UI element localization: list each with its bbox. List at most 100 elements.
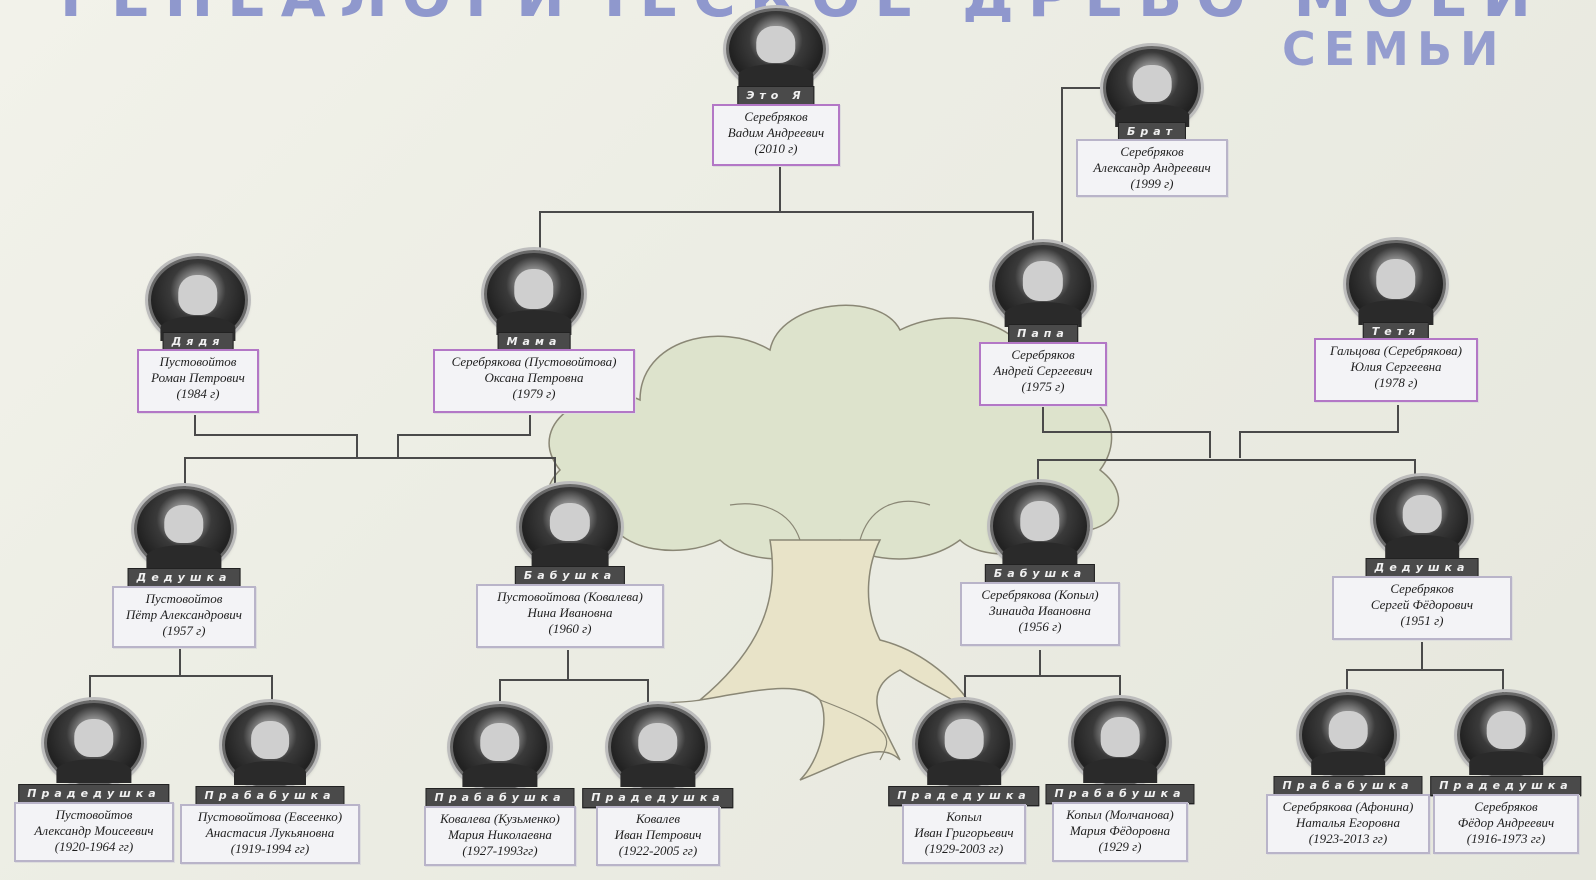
given-name: Анастасия Лукьяновна (205, 825, 335, 840)
role-label: Бабушка (984, 564, 1096, 584)
portrait-photo (134, 486, 234, 572)
name-card: Гальцова (Серебрякова) Юлия Сергеевна (1… (1314, 338, 1478, 402)
surname: Копыл (Молчанова) (1066, 807, 1174, 822)
connector-uncle (194, 415, 358, 458)
connector-maternal-gp (184, 457, 556, 490)
surname: Серебряков (1474, 799, 1538, 814)
surname: Пустовойтов (55, 807, 133, 822)
role-label: Прабабушка (425, 788, 575, 808)
given-name: Оксана Петровна (484, 370, 584, 385)
person-grandfather-maternal: Дедушка Пустовойтов Пётр Александрович (… (94, 486, 274, 648)
connector-gf1 (89, 648, 181, 705)
given-name: Александр Андреевич (1093, 160, 1211, 175)
given-name: Иван Петрович (614, 827, 702, 842)
name-card: Пустовойтова (Евсеенко) Анастасия Лукьян… (180, 804, 360, 864)
life-years: (1923-2013 гг) (1308, 831, 1388, 846)
name-card: Пустовойтов Александр Моисеевич (1920-19… (14, 802, 174, 862)
connector-gf2 (1346, 642, 1423, 700)
person-father: Папа Серебряков Андрей Сергеевич (1975 г… (953, 242, 1133, 406)
surname: Ковалева (Кузьменко) (440, 811, 560, 826)
birth-year: (1984 г) (176, 386, 220, 401)
name-card: Пустовойтов Пётр Александрович (1957 г) (112, 586, 256, 648)
name-card: Серебряков Фёдор Андреевич (1916-1973 гг… (1433, 794, 1579, 854)
given-name: Иван Григорьевич (914, 825, 1014, 840)
surname: Серебряков (1011, 347, 1075, 362)
portrait-photo (450, 704, 550, 790)
name-card: Копыл (Молчанова) Мария Фёдоровна (1929 … (1052, 802, 1188, 862)
given-name: Фёдор Андреевич (1457, 815, 1555, 830)
tree-crown (547, 304, 1120, 560)
name-card: Пустовойтова (Ковалева) Нина Ивановна (1… (476, 584, 664, 648)
surname: Пустовойтова (Евсеенко) (197, 809, 343, 824)
name-card: Серебряков Вадим Андреевич (2010 г) (712, 104, 840, 166)
connector-father (1042, 405, 1211, 458)
connector-gm2 (964, 650, 1041, 705)
role-label: Прабабушка (1273, 776, 1423, 796)
tree-branch (859, 500, 931, 541)
given-name: Андрей Сергеевич (993, 363, 1093, 378)
given-name: Мария Фёдоровна (1069, 823, 1171, 838)
surname: Серебрякова (Афонина) (1282, 799, 1414, 814)
name-card: Ковалева (Кузьменко) Мария Николаевна (1… (424, 806, 576, 866)
role-label: Прадедушка (888, 786, 1040, 806)
portrait-photo (222, 702, 318, 788)
life-years: (1920-1964 гг) (54, 839, 134, 854)
connector-paternal-gp (1037, 459, 1416, 490)
person-me: Это Я Серебряков Вадим Андреевич (2010 г… (686, 8, 866, 166)
surname: Серебряков (744, 109, 808, 124)
role-label: Прадедушка (582, 788, 734, 808)
role-label: Тетя (1362, 322, 1430, 342)
surname: Пустовойтова (Ковалева) (497, 589, 643, 604)
person-grandmother-maternal: Бабушка Пустовойтова (Ковалева) Нина Ива… (476, 484, 664, 648)
life-years: (1916-1973 гг) (1466, 831, 1546, 846)
life-years: (1929 г) (1098, 839, 1142, 854)
role-label: Прабабушка (195, 786, 345, 806)
name-card: Серебрякова (Копыл) Зинаида Ивановна (19… (960, 582, 1120, 646)
portrait-photo (1457, 692, 1555, 778)
tree-illustration (547, 304, 1120, 781)
name-card: Ковалев Иван Петрович (1922-2005 гг) (596, 806, 720, 866)
portrait-photo (1299, 692, 1397, 778)
surname: Гальцова (Серебрякова) (1330, 343, 1462, 358)
person-great-grandfather-1: Прадедушка Пустовойтов Александр Моисеев… (4, 700, 184, 862)
portrait-photo (915, 700, 1013, 788)
name-card: Серебряков Александр Андреевич (1999 г) (1076, 139, 1228, 197)
birth-year: (2010 г) (754, 141, 798, 156)
connector-mother (397, 415, 531, 458)
surname: Серебрякова (Пустовойтова) (451, 354, 617, 369)
given-name: Юлия Сергеевна (1350, 359, 1442, 374)
tree-connectors (89, 87, 1504, 708)
birth-year: (1957 г) (162, 623, 206, 638)
connector-gm1 (568, 679, 649, 708)
connector-brother (1061, 87, 1100, 258)
birth-year: (1956 г) (1018, 619, 1062, 634)
connector-me (780, 211, 1034, 250)
portrait-photo (484, 250, 584, 338)
role-label: Папа (1008, 324, 1078, 344)
birth-year: (1960 г) (548, 621, 592, 636)
connector-aunt (1239, 405, 1399, 458)
surname: Пустовойтов (159, 354, 237, 369)
life-years: (1919-1994 гг) (230, 841, 310, 856)
role-label: Это Я (737, 86, 815, 106)
life-years: (1929-2003 гг) (924, 841, 1004, 856)
person-great-grandfather-4: Прадедушка Серебряков Фёдор Андреевич (1… (1416, 692, 1596, 854)
tree-trunk (697, 539, 981, 781)
given-name: Зинаида Ивановна (989, 603, 1091, 618)
role-label: Дядя (162, 332, 234, 352)
tree-root (639, 699, 701, 706)
given-name: Сергей Фёдорович (1370, 597, 1474, 612)
surname: Серебряков (1390, 581, 1454, 596)
birth-year: (1978 г) (1374, 375, 1418, 390)
life-years: (1927-1993гг) (462, 843, 538, 858)
birth-year: (1979 г) (512, 386, 556, 401)
birth-year: (1951 г) (1400, 613, 1444, 628)
role-label: Прадедушка (18, 784, 170, 804)
portrait-photo (519, 484, 621, 570)
portrait-photo (608, 704, 708, 790)
person-brother: Брат Серебряков Александр Андреевич (199… (1062, 46, 1242, 197)
surname: Пустовойтов (145, 591, 223, 606)
role-label: Прабабушка (1045, 784, 1195, 804)
